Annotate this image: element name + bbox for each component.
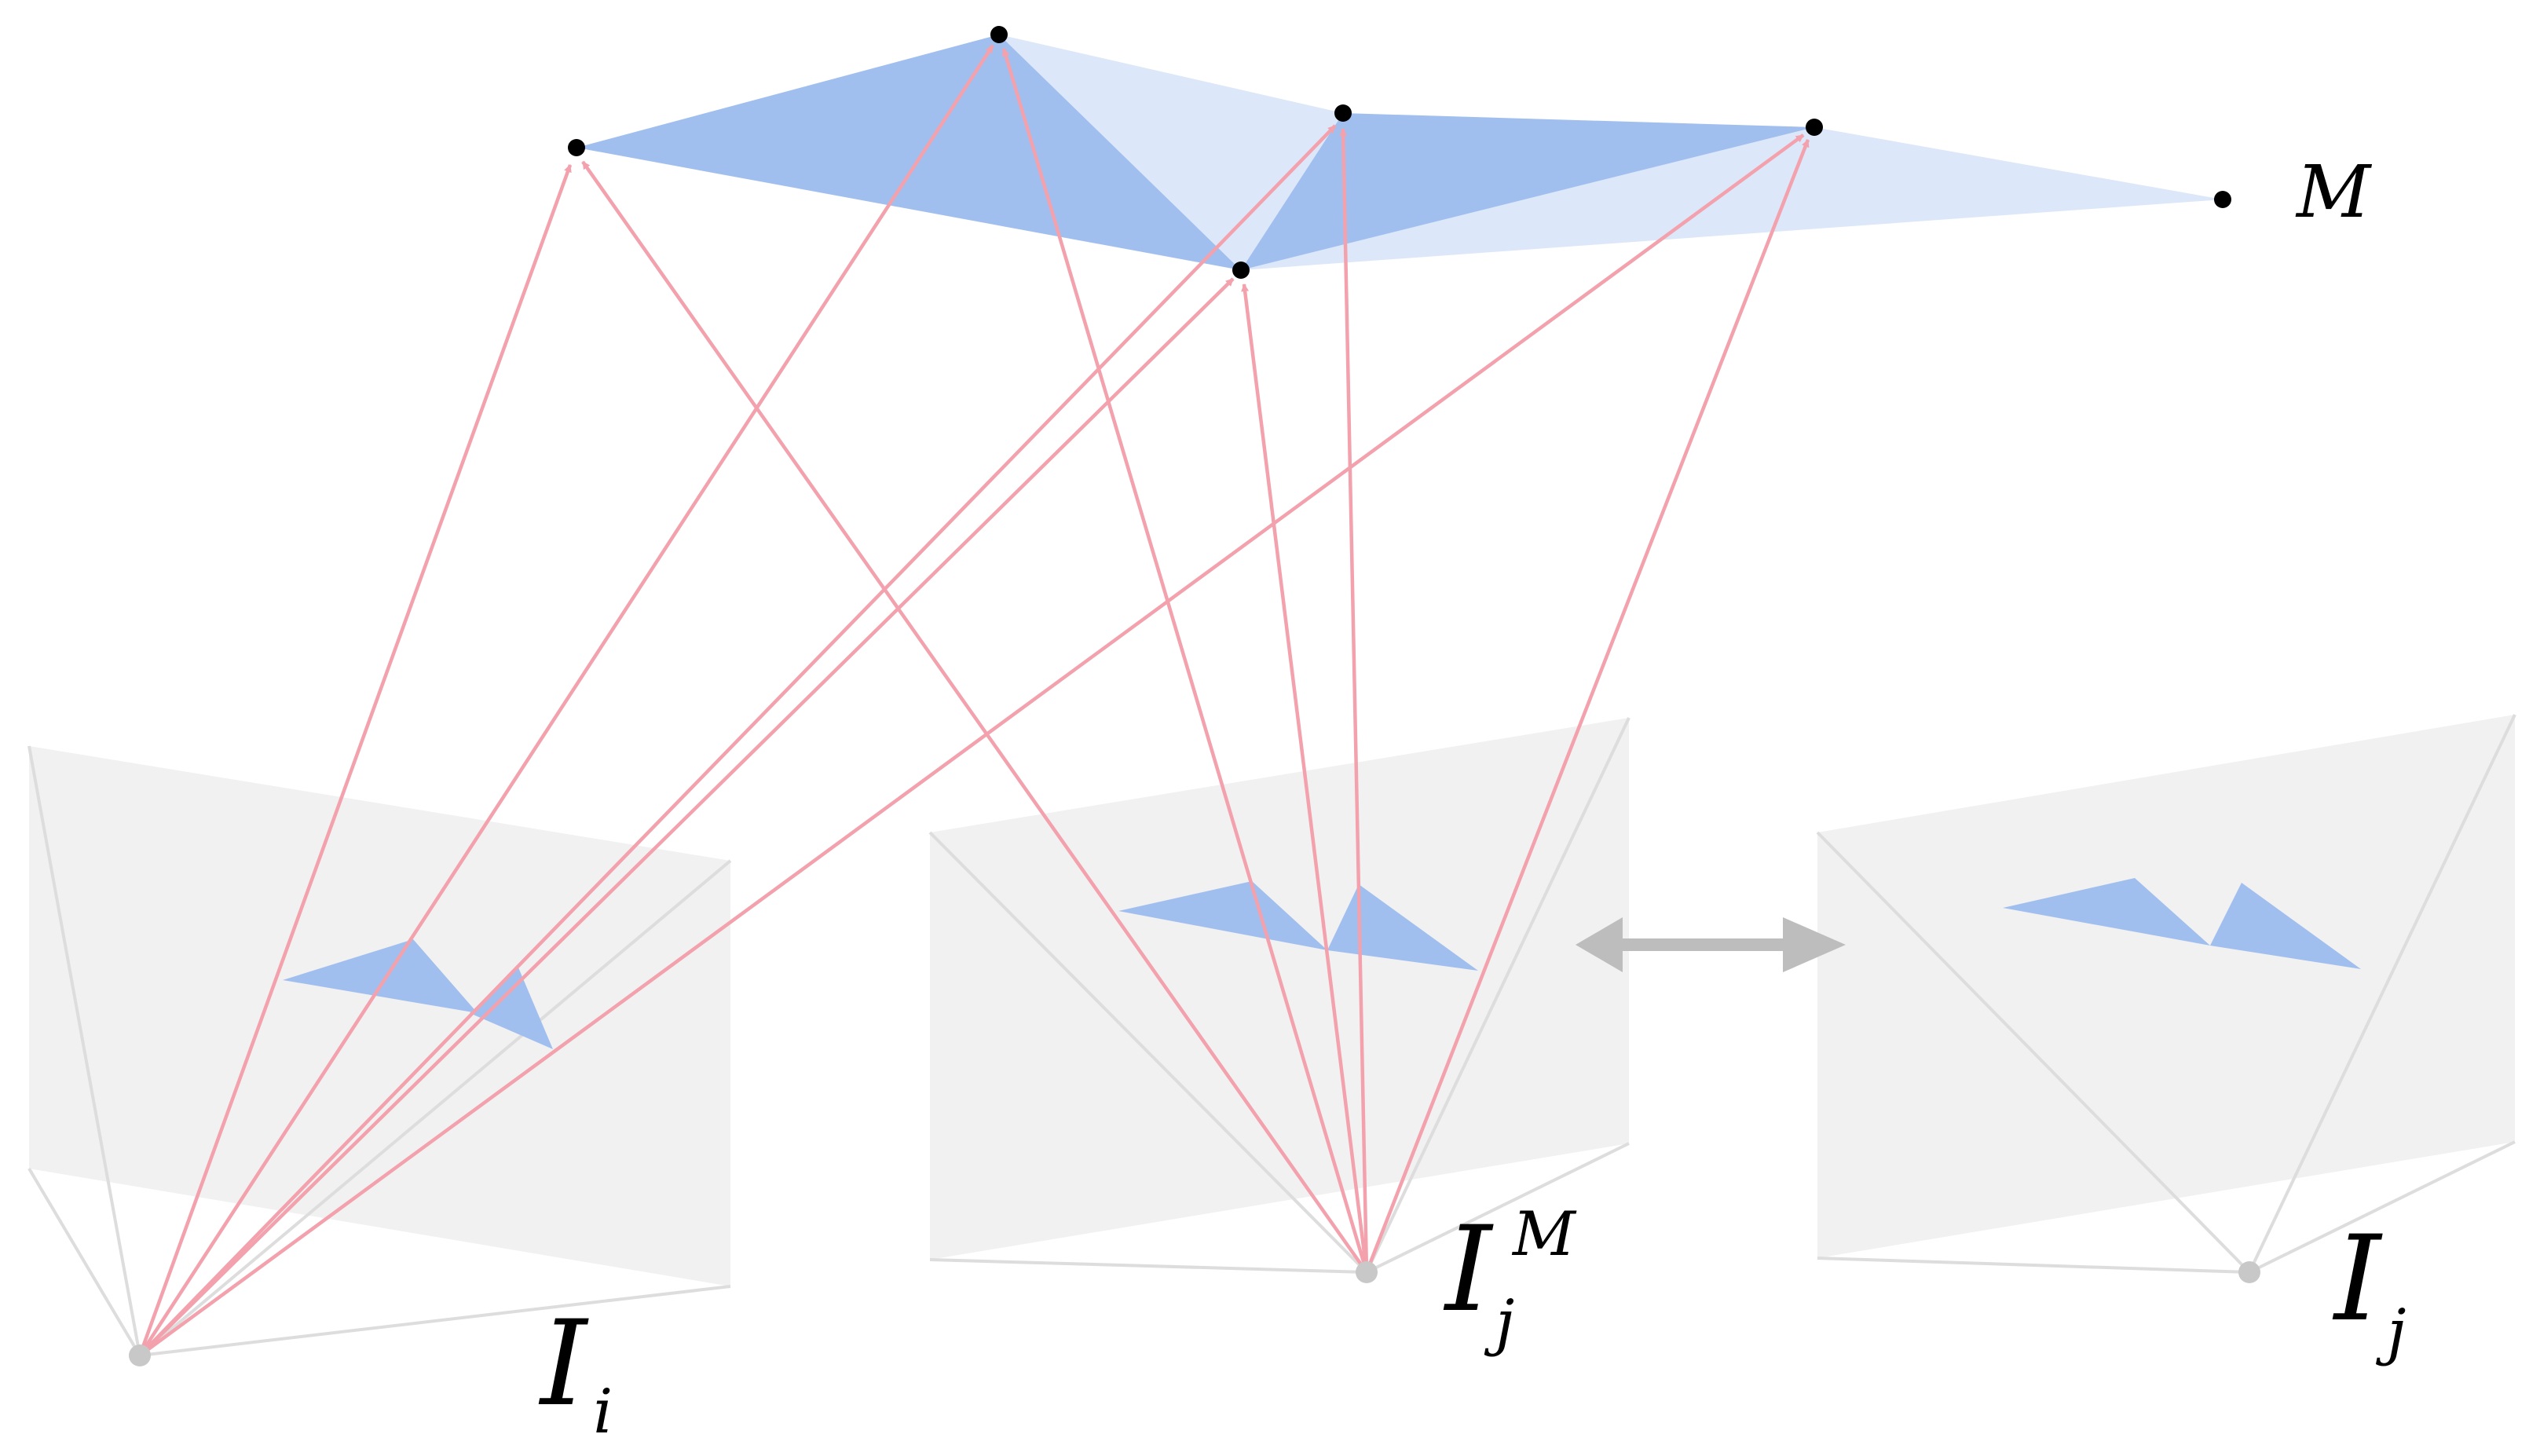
mesh-vertex — [2214, 191, 2231, 208]
label-mesh: M — [2295, 150, 2373, 234]
mesh-vertex — [990, 26, 1008, 43]
ray-i-to-v4 — [138, 124, 1337, 1357]
mesh-vertex — [1232, 262, 1250, 279]
label-jm-sup: M — [1511, 1199, 1577, 1270]
camera-center-j — [2238, 1261, 2260, 1283]
frustum-j — [1816, 714, 2516, 1274]
ray-i-to-v3 — [138, 277, 1235, 1357]
mesh-face-front-1 — [576, 35, 1241, 270]
mesh-face-back-2 — [1241, 127, 2223, 270]
mesh-vertex — [568, 139, 585, 156]
camera-jm — [928, 717, 1631, 1274]
ray-jm-to-v1 — [581, 160, 1368, 1274]
mesh-vertex — [1806, 119, 1823, 136]
mesh-vertices — [568, 26, 2231, 279]
mesh-face-front-2 — [1241, 113, 1814, 270]
camera-center-jm — [1356, 1261, 1378, 1283]
camera-j — [1816, 714, 2516, 1274]
ray-i-to-v5 — [138, 134, 1805, 1357]
image-plane-i — [29, 746, 730, 1286]
projected-mesh-j — [2003, 878, 2361, 969]
rays-from-camera-jm — [581, 48, 1810, 1274]
label-jm-base: I — [1443, 1202, 1494, 1338]
ray-jm-to-v3 — [1241, 284, 1369, 1273]
frustum-i — [27, 745, 732, 1357]
camera-centers — [129, 1261, 2260, 1366]
mesh-vertex — [1334, 104, 1352, 122]
camera-center-i — [129, 1344, 151, 1366]
image-plane-jm — [930, 718, 1629, 1260]
ray-jm-to-v4 — [1339, 128, 1369, 1273]
rays-from-camera-i — [137, 44, 1805, 1357]
ray-i-to-v2 — [138, 44, 994, 1357]
ray-jm-to-v2 — [1001, 48, 1369, 1273]
double-headed-arrow-icon — [1576, 917, 1846, 972]
projected-mesh-i — [283, 939, 553, 1049]
projected-mesh-jm — [1118, 881, 1478, 971]
frustum-jm — [928, 717, 1631, 1274]
mesh-m — [576, 35, 2223, 270]
camera-i — [27, 745, 732, 1357]
mesh-face-back-1 — [999, 35, 1343, 270]
image-plane-j — [1817, 715, 2515, 1258]
ray-jm-to-v5 — [1364, 139, 1810, 1273]
ray-i-to-v1 — [137, 164, 573, 1356]
